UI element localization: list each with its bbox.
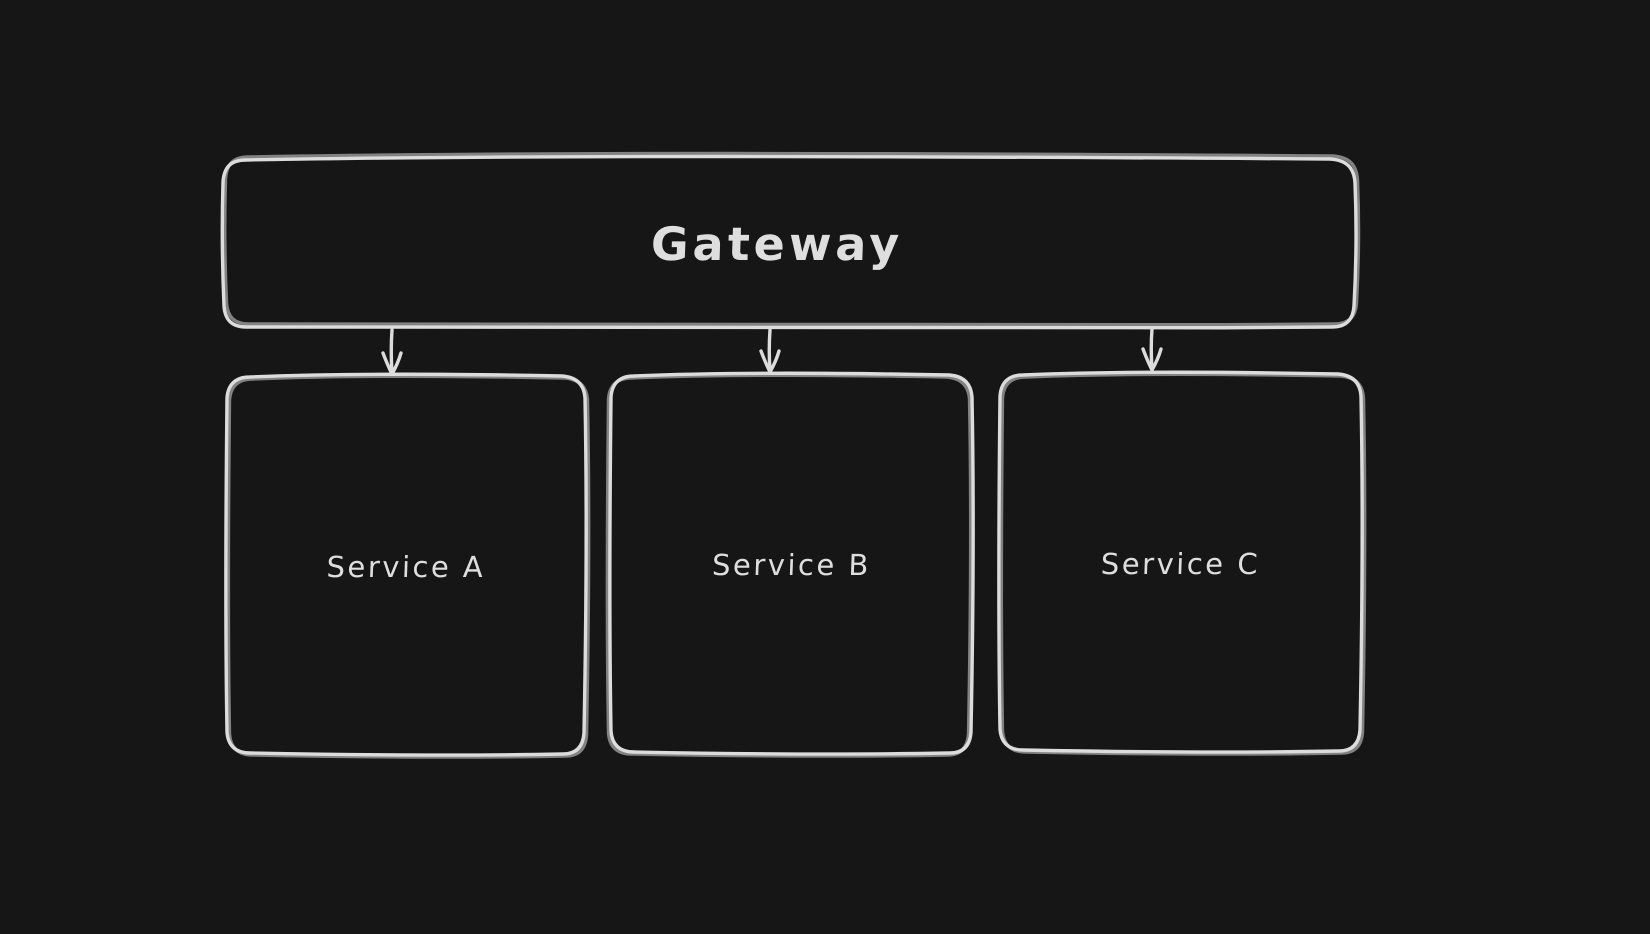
gateway-node-box-echo (223, 151, 1361, 328)
arrow-gateway-to-service-b (759, 328, 781, 374)
service-b-node-box (608, 371, 975, 756)
service-c-node-box-echo (999, 372, 1367, 756)
arrow-gateway-to-service-a (381, 328, 403, 376)
service-a-node-box (224, 372, 588, 757)
arrow-gateway-to-service-c (1141, 327, 1163, 372)
service-a-node-box-echo (226, 374, 591, 759)
service-c-node-box (997, 370, 1364, 754)
service-b-node-box-echo (605, 373, 973, 758)
gateway-node-box (220, 154, 1358, 331)
